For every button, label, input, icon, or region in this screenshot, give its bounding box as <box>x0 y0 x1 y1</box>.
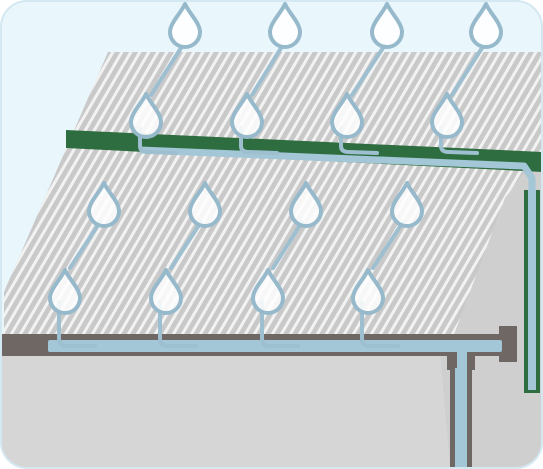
rain-runoff <box>360 300 400 348</box>
rain-streak <box>169 220 203 270</box>
rain-streak <box>149 46 183 97</box>
raindrop-icon <box>330 92 364 139</box>
raindrop-icon <box>129 92 163 139</box>
raindrop-icon <box>149 268 183 315</box>
raindrop-icon <box>351 268 385 315</box>
rain-runoff <box>57 300 97 348</box>
lower-gutter-endcap <box>499 326 517 362</box>
raindrop-icon <box>230 92 264 139</box>
raindrop-icon <box>370 2 404 49</box>
raindrop-icon <box>188 181 222 228</box>
upper-downpipe-icon <box>524 190 540 393</box>
rain-runoff <box>239 126 279 155</box>
rain-streak <box>271 220 304 270</box>
raindrop-icon <box>289 181 323 228</box>
rain-streak <box>371 220 405 270</box>
house-wall <box>1 356 450 468</box>
rain-streak <box>250 46 283 97</box>
rain-runoff <box>138 126 178 155</box>
lower-downpipe-icon <box>447 356 475 468</box>
raindrop-icon <box>430 92 464 139</box>
raindrop-icon <box>168 2 202 49</box>
raindrop-icon <box>390 181 424 228</box>
raindrop-icon <box>87 181 121 228</box>
raindrop-icon <box>251 268 285 315</box>
rain-runoff <box>339 126 379 155</box>
raindrop-icon <box>48 268 82 315</box>
rain-streak <box>350 46 385 97</box>
rain-runoff <box>439 126 479 155</box>
rain-streak <box>450 46 484 97</box>
rain-streak <box>68 220 102 270</box>
raindrop-icon <box>268 2 302 49</box>
raindrops <box>48 2 503 315</box>
rain-streaks <box>57 46 484 348</box>
raindrop-icon <box>469 2 503 49</box>
rain-runoff <box>260 300 300 348</box>
rain-runoff <box>158 300 198 348</box>
